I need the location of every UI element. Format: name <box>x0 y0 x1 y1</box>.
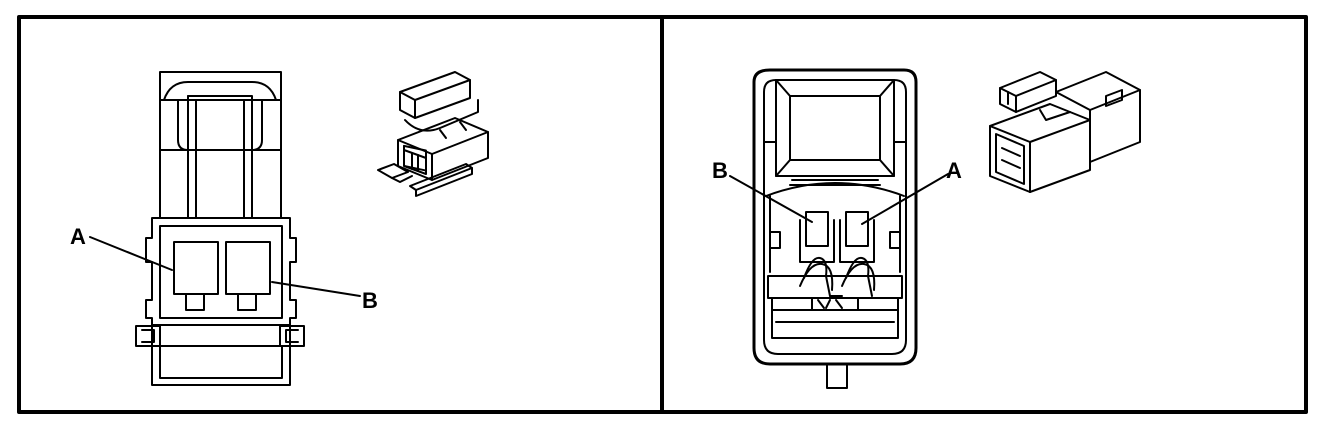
left-connector-front-view <box>135 71 305 386</box>
left-leader-b <box>271 281 361 297</box>
right-connector-front-view <box>752 68 918 389</box>
left-leader-a <box>89 236 173 271</box>
right-leader-b <box>729 175 813 223</box>
left-connector-iso-view <box>377 71 489 197</box>
cavity-a <box>173 241 219 295</box>
right-callout-b: B <box>712 158 728 183</box>
cavity-a-right <box>845 211 869 247</box>
cavity-b <box>225 241 271 295</box>
right-panel: B A <box>712 68 1141 389</box>
cavity-b-right <box>805 211 829 247</box>
left-callout-a: A <box>70 224 86 249</box>
left-callout-b: B <box>362 288 378 313</box>
right-callout-a: A <box>946 158 962 183</box>
right-leader-a <box>861 173 949 225</box>
left-panel: A B <box>70 71 489 386</box>
right-connector-iso-view <box>989 71 1141 193</box>
